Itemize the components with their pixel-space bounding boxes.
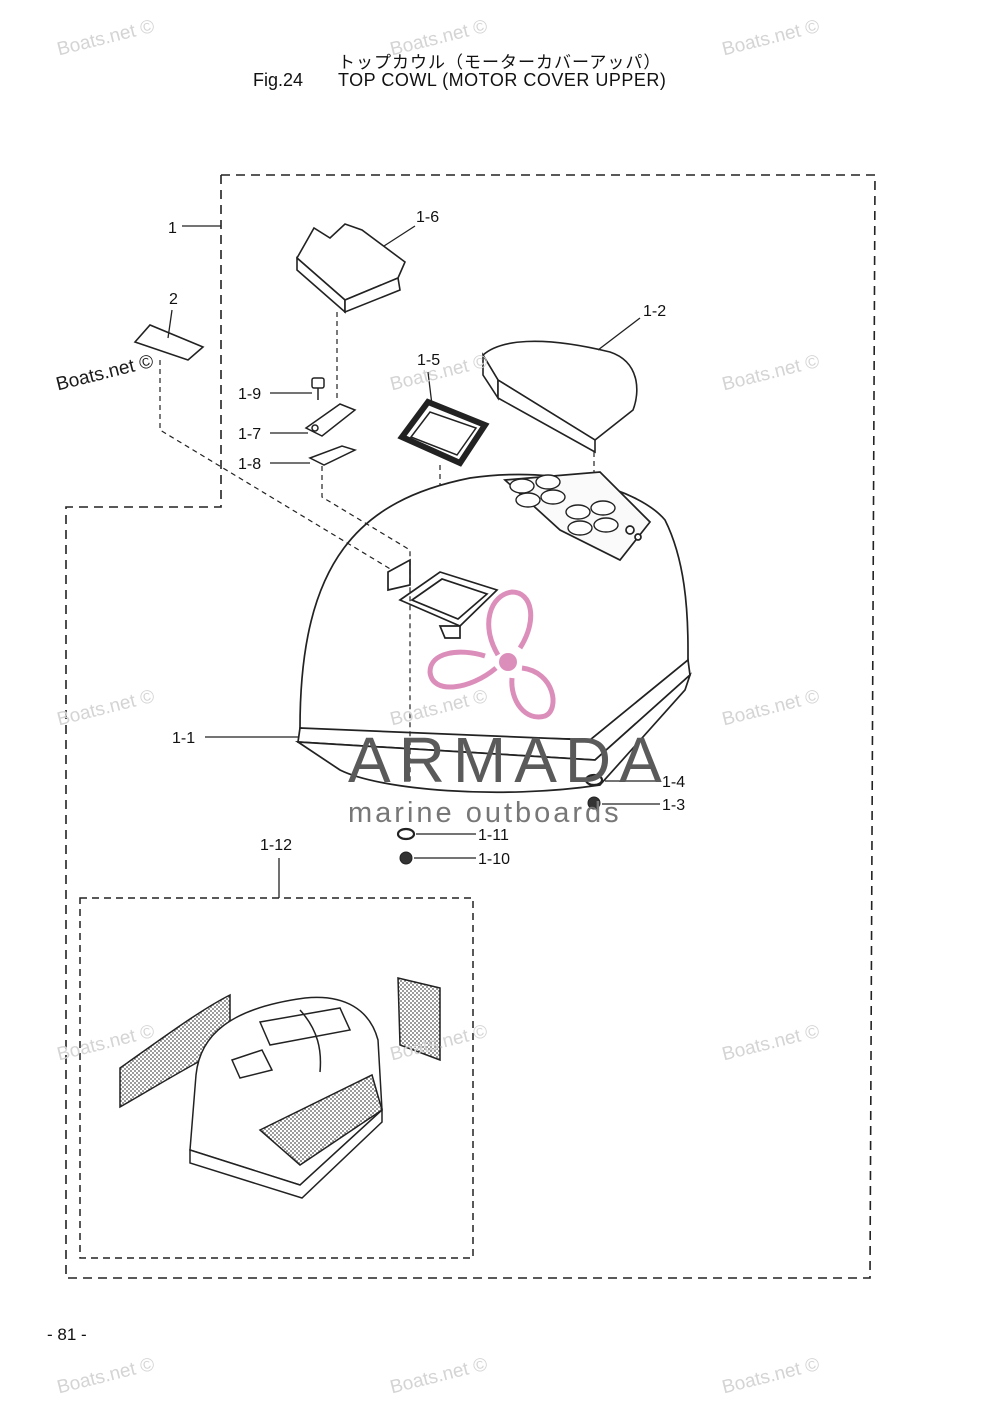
page-number: - 81 - [47,1325,87,1344]
part-1-5-grommet [397,398,490,467]
part-1-7-latch [304,403,357,437]
part-1-3-nut [587,796,601,810]
armada-logo: ARMADA marine outboards [348,589,670,829]
label-part-1-1: 1-1 [172,730,195,747]
label-part-1-10: 1-10 [478,851,510,868]
armada-tagline: marine outboards [348,797,622,829]
label-part-1-6: 1-6 [416,209,439,226]
armada-wordmark: ARMADA [348,724,670,796]
label-part-1-8: 1-8 [238,456,261,473]
title-japanese: トップカウル（モーターカバーアッパ） [338,53,662,72]
figure-number: Fig.24 [253,70,304,90]
title-english: TOP COWL (MOTOR COVER UPPER) [338,70,667,90]
part-1-6-plate [295,223,406,314]
part-2-label-plate [133,324,205,361]
assembly-boundary [65,174,876,1279]
label-part-2: 2 [169,291,178,308]
part-1-4-washer [584,773,604,787]
label-part-1-5: 1-5 [417,352,440,369]
label-part-1-2: 1-2 [643,303,666,320]
propeller-icon [427,589,556,720]
label-part-1-9: 1-9 [238,386,261,403]
decal-set-box [79,897,474,1259]
part-1-12-decals [119,977,441,1199]
label-part-1: 1 [168,220,177,237]
label-part-1-3: 1-3 [662,797,685,814]
label-part-1-7: 1-7 [238,426,261,443]
leader-lines [167,225,660,898]
part-1-11-washer [396,827,416,841]
part-1-9-screw [311,377,325,400]
label-part-1-12: 1-12 [260,837,292,854]
label-part-1-11: 1-11 [478,827,509,844]
part-1-10-nut [399,851,413,865]
part-1-8-bracket [308,445,358,466]
label-part-1-4: 1-4 [662,774,685,791]
part-1-2-cover [481,340,638,454]
